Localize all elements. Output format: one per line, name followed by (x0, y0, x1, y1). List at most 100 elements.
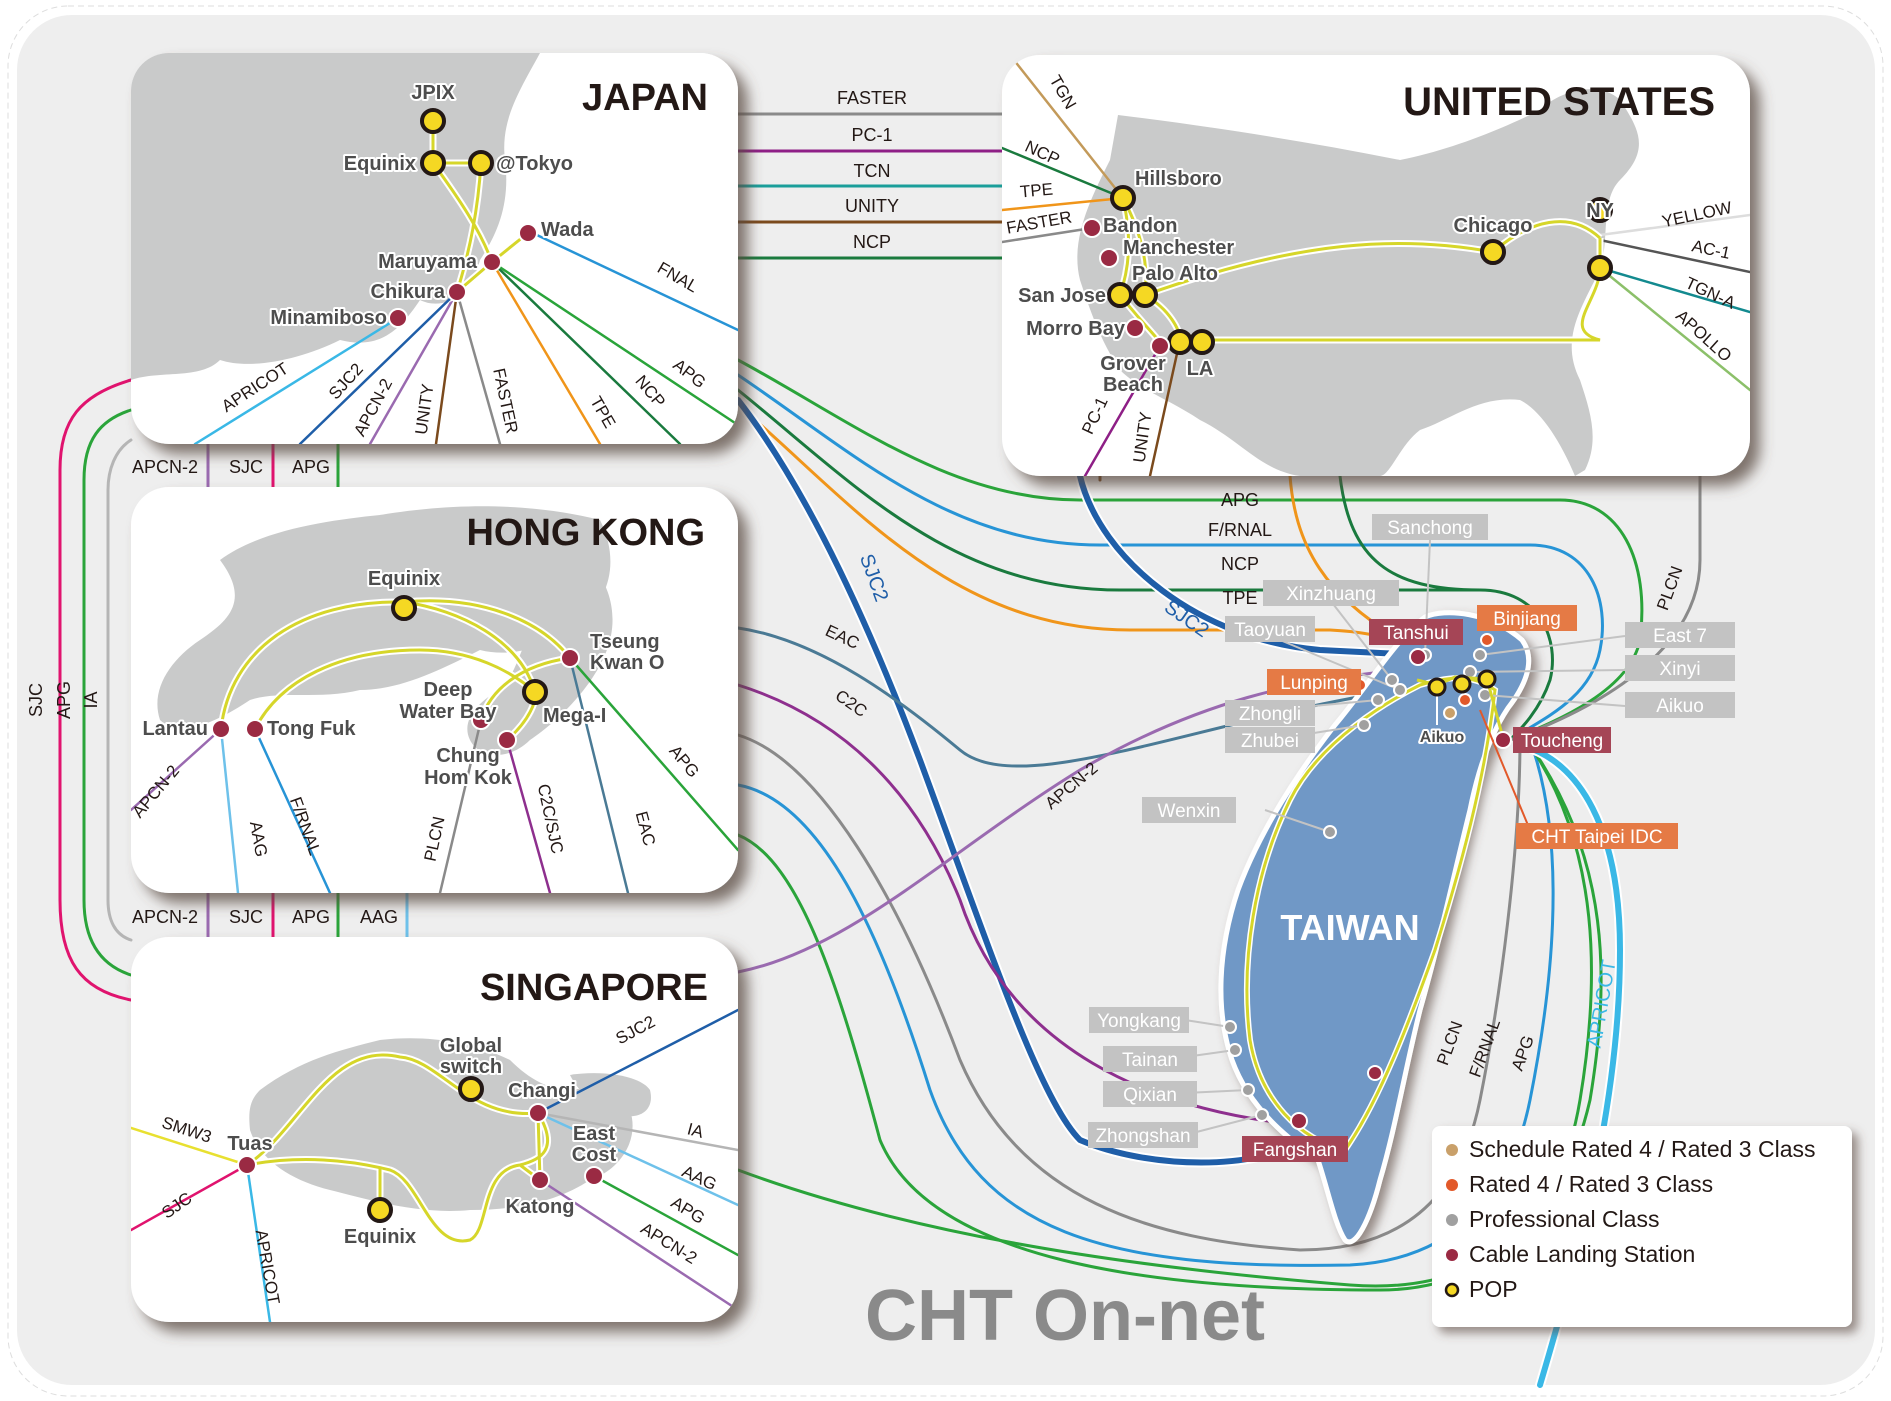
tag-zhongshan-tag (1088, 1122, 1198, 1148)
landing-morro-bay: Morro Bay (1026, 318, 1126, 340)
pop-hillsboro: Hillsboro (1135, 168, 1222, 190)
strip-label: AAG (360, 907, 398, 927)
tag-qixian: Qixian (1123, 1085, 1177, 1106)
professional-class-icon (1371, 693, 1385, 707)
tag-cht-taipei-idc: CHT Taipei IDC (1531, 827, 1662, 848)
tag-qixian-tag (1103, 1081, 1197, 1107)
legend-item: Schedule Rated 4 / Rated 3 Class (1446, 1136, 1815, 1162)
landing-station-icon (237, 1155, 257, 1175)
landing-label-line2: Kwan O (590, 652, 664, 674)
landing-minamiboso: Minamiboso (270, 307, 387, 329)
cable-aag (536, 1111, 738, 1207)
pop-icon (468, 150, 494, 176)
loop-label: SJC (26, 683, 46, 717)
landing-station-icon (584, 1166, 604, 1186)
tag-aikuo: Aikuo (1656, 696, 1704, 717)
pop-icon (458, 1076, 484, 1102)
rated-legend-icon (1446, 1179, 1458, 1191)
rated-class-icon (1458, 693, 1472, 707)
landing-station-icon (447, 282, 467, 302)
pop-icon (1452, 674, 1472, 694)
cable-apg (568, 656, 738, 852)
tag-toucheng-tag (1513, 727, 1611, 753)
landing-east-cost: East (573, 1123, 616, 1145)
taiwan-sites: AikuoSanchongXinzhuangTaoyuanZhongliZhub… (1088, 514, 1735, 1162)
pop-icon (1427, 677, 1447, 697)
cable-apg-jp-tw (736, 358, 1644, 742)
landing-bandon: Bandon (1103, 215, 1177, 237)
cable-tgn-a (1598, 266, 1750, 314)
loop-label: APG (54, 681, 74, 719)
cable-eac (568, 656, 630, 893)
pop-equinix-sg: Equinix (344, 1226, 416, 1248)
taiwan-island: TAIWAN (1218, 610, 1532, 1245)
landing-station-icon (518, 223, 538, 243)
tag-lunping-tag (1267, 669, 1361, 695)
strip-label: APCN-2 (132, 457, 198, 477)
pop-san-jose: San Jose (1018, 285, 1106, 307)
label-part: Hom Kok (424, 767, 513, 789)
landing-station-icon (1125, 318, 1145, 338)
leader-line (1264, 809, 1331, 833)
tag-wenxin: Wenxin (1157, 801, 1220, 822)
professional-class-icon (1393, 683, 1407, 697)
cable-apricot (193, 316, 400, 444)
link-label-japan-us: FASTER (837, 88, 907, 108)
pop-icon (1167, 329, 1193, 355)
professional-class-icon (1385, 673, 1399, 687)
strip-label: SJC (229, 457, 263, 477)
pop-legend-icon (1444, 1282, 1460, 1298)
professional-class-icon (1473, 648, 1487, 662)
label-part: Chung (436, 745, 499, 767)
pop-icon (420, 150, 446, 176)
landing-station-icon (1082, 218, 1102, 238)
pop-icon (1477, 669, 1497, 689)
japan-box: JPIXEquinix@TokyoWadaMaruyamaChikuraMina… (131, 53, 738, 444)
tag-east-7: East 7 (1653, 626, 1707, 647)
cable-sjc2-jp-tw (735, 397, 1303, 1166)
cable-apcn-2 (368, 290, 459, 444)
cable-plcn (438, 718, 483, 893)
brand-title: CHT On-net (865, 1276, 1265, 1356)
landing-changi: Changi (508, 1080, 576, 1102)
legend-label: Professional Class (1469, 1206, 1659, 1232)
us-title: UNITED STATES (1403, 80, 1715, 124)
legend-item: Cable Landing Station (1446, 1241, 1695, 1267)
leader-line (1479, 635, 1626, 656)
cable-apg (592, 1174, 738, 1257)
pop-icon (1587, 255, 1613, 281)
label-part: Water Bay (399, 701, 497, 723)
pop-icon (1189, 329, 1215, 355)
professional-class-icon (1241, 1083, 1255, 1097)
leader-line (1479, 709, 1531, 831)
cable-faster (455, 290, 502, 444)
leader-line (1184, 1019, 1231, 1028)
singapore-title: SINGAPORE (480, 967, 708, 1009)
pop-icon (1480, 239, 1506, 265)
cable-apricot (245, 1163, 272, 1322)
tag-tanshui-tag (1369, 619, 1463, 645)
cable-sjc2 (298, 290, 459, 444)
tag-toucheng: Toucheng (1521, 731, 1603, 752)
pop-equinix-jp: Equinix (344, 153, 416, 175)
singapore-box: GlobalswitchEquinixTuasChangiEastCostKat… (131, 937, 738, 1322)
professional-legend-icon (1446, 1214, 1458, 1226)
legend-item: Professional Class (1446, 1206, 1659, 1232)
legend-label: Rated 4 / Rated 3 Class (1469, 1171, 1713, 1197)
cable-sjc2 (536, 1008, 738, 1115)
landing-station-icon (497, 730, 517, 750)
strip-label: SJC (229, 907, 263, 927)
landing-fangshan-icon (1290, 1112, 1308, 1130)
pop-equinix-hk: Equinix (368, 568, 440, 590)
cable-ia (536, 1111, 738, 1152)
pop-icon (1107, 282, 1133, 308)
cable-faster (1002, 226, 1094, 244)
professional-class-icon (1228, 1043, 1242, 1057)
cable-apg (490, 260, 738, 427)
landing-station-icon (1150, 336, 1170, 356)
tag-aikuo-tag (1625, 692, 1735, 718)
